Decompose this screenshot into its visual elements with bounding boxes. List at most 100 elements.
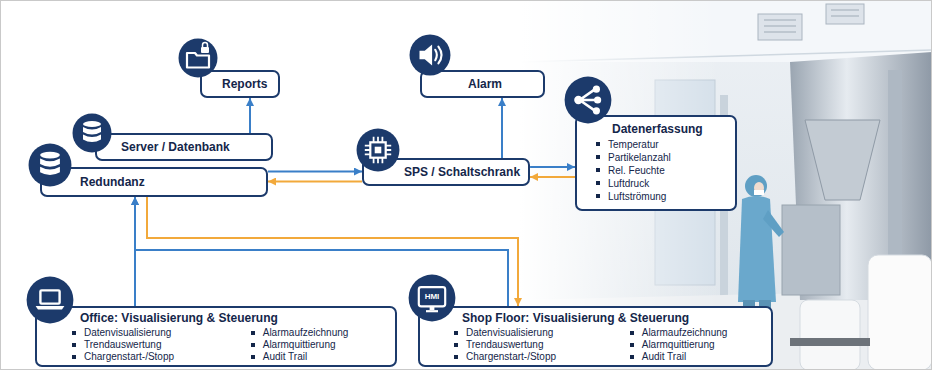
data-flow-arrow bbox=[530, 166, 575, 168]
graphic-part bbox=[426, 310, 438, 312]
graphic-part bbox=[409, 275, 456, 322]
folder-icon bbox=[178, 38, 218, 78]
graphic-part bbox=[201, 47, 209, 53]
person-hood bbox=[745, 175, 767, 197]
graphic-part bbox=[375, 147, 382, 154]
graphic-part bbox=[593, 107, 600, 114]
person-mask bbox=[754, 190, 764, 195]
box-heading: Shop Floor: Visualisierung & Steuerung bbox=[462, 311, 763, 325]
graphic-part bbox=[40, 152, 60, 159]
bullet-item: Alarmquittierung bbox=[628, 339, 763, 351]
vent-slats bbox=[831, 10, 859, 16]
box-heading: Redundanz bbox=[80, 175, 145, 189]
graphic-part bbox=[574, 96, 582, 104]
data-flow-arrow bbox=[249, 98, 251, 133]
graphic-part bbox=[438, 47, 441, 64]
bullet-item: Chargenstart-/Stopp bbox=[70, 351, 213, 363]
graphic-part bbox=[357, 129, 400, 172]
output-box: Reports bbox=[200, 70, 280, 98]
graphic-part bbox=[435, 50, 437, 61]
graphic-part bbox=[83, 127, 101, 135]
data-flow-arrow bbox=[268, 171, 362, 173]
person-arm bbox=[763, 210, 784, 237]
graphic-part bbox=[83, 121, 101, 127]
plc-icon bbox=[356, 128, 400, 172]
graphic-part bbox=[36, 306, 65, 310]
db-icon bbox=[72, 113, 112, 153]
bullet-item: Rel. Feuchte bbox=[594, 164, 727, 177]
machine-panel bbox=[782, 205, 840, 295]
graphic-part bbox=[187, 53, 209, 68]
bullet-item: Luftdruck bbox=[594, 177, 727, 190]
graphic-part bbox=[179, 39, 218, 78]
bullet-item: Chargenstart-/Stopp bbox=[452, 351, 592, 363]
box-heading: SPS / Schaltschrank bbox=[404, 165, 520, 179]
graphic-part bbox=[40, 167, 60, 175]
database-box: Redundanz bbox=[40, 167, 268, 197]
db-icon bbox=[28, 143, 72, 187]
bullet-item: Audit Trail bbox=[628, 351, 763, 363]
connectors bbox=[135, 98, 575, 306]
data-flow-arrow bbox=[501, 98, 503, 158]
bullet-item: Audit Trail bbox=[249, 351, 387, 363]
graphic-part bbox=[410, 35, 451, 76]
station-box: Shop Floor: Visualisierung & SteuerungDa… bbox=[418, 306, 773, 367]
bullet-item: Alarmquittierung bbox=[249, 339, 387, 351]
box-heading: Server / Datenbank bbox=[121, 140, 230, 154]
box-heading: Reports bbox=[222, 77, 267, 91]
graphic-part bbox=[40, 290, 59, 303]
vent-slats bbox=[764, 20, 796, 32]
bullet-item: Datenvisualisierung bbox=[70, 327, 213, 339]
person-face bbox=[754, 182, 764, 194]
graphic-part bbox=[593, 86, 600, 93]
person-gown bbox=[738, 196, 776, 302]
share-icon bbox=[564, 76, 612, 124]
bullet-list: DatenvisualisierungTrendauswertungCharge… bbox=[452, 327, 763, 363]
ceiling-vent bbox=[758, 14, 802, 40]
box-heading: Office: Visualisierung & Steuerung bbox=[80, 311, 387, 325]
icon-label: HMI bbox=[417, 291, 447, 303]
graphic-part bbox=[370, 142, 385, 157]
bullet-item: Datenvisualisierung bbox=[452, 327, 592, 339]
graphic-part bbox=[565, 77, 612, 124]
graphic-part bbox=[420, 45, 433, 66]
graphic-part bbox=[203, 43, 208, 48]
data-flow-arrow bbox=[268, 181, 362, 183]
graphic-part bbox=[27, 277, 74, 324]
drum bbox=[800, 300, 860, 370]
alarm-box: Alarm bbox=[420, 70, 545, 98]
bullet-item: Trendauswertung bbox=[70, 339, 213, 351]
box-heading: Datenerfassung bbox=[612, 122, 727, 136]
speaker-icon bbox=[409, 34, 451, 76]
pallet bbox=[790, 338, 870, 346]
graphic-part bbox=[73, 114, 112, 153]
graphic-part bbox=[40, 158, 60, 166]
bullet-item: Luftströmung bbox=[594, 190, 727, 203]
bullet-list: DatenvisualisierungTrendauswertungCharge… bbox=[70, 327, 387, 363]
controller-box: SPS / Schaltschrank bbox=[362, 158, 530, 186]
bullet-item: Alarmaufzeichnung bbox=[249, 327, 387, 339]
bullet-item: Alarmaufzeichnung bbox=[628, 327, 763, 339]
ceiling-vent bbox=[826, 4, 864, 24]
graphic-part bbox=[430, 306, 435, 310]
sensor-box: DatenerfassungTemperaturPartikelanzahlRe… bbox=[575, 115, 737, 211]
graphic-part bbox=[594, 96, 601, 103]
graphic-part bbox=[83, 135, 101, 143]
station-box: Office: Visualisierung & SteuerungDatenv… bbox=[35, 306, 397, 367]
bullet-item: Trendauswertung bbox=[452, 339, 592, 351]
bullet-item: Partikelanzahl bbox=[594, 151, 727, 164]
bullet-item: Temperatur bbox=[594, 138, 727, 151]
laptop-icon bbox=[26, 276, 74, 324]
data-flow-arrow bbox=[147, 197, 518, 306]
data-flow-arrow bbox=[530, 176, 575, 178]
drum bbox=[868, 255, 932, 370]
box-heading: Alarm bbox=[468, 77, 502, 91]
machine-hopper bbox=[805, 120, 880, 200]
bullet-list: TemperaturPartikelanzahlRel. FeuchteLuft… bbox=[594, 138, 727, 203]
graphic-part bbox=[29, 144, 72, 187]
database-box: Server / Datenbank bbox=[95, 133, 273, 161]
graphic-part bbox=[365, 137, 391, 163]
